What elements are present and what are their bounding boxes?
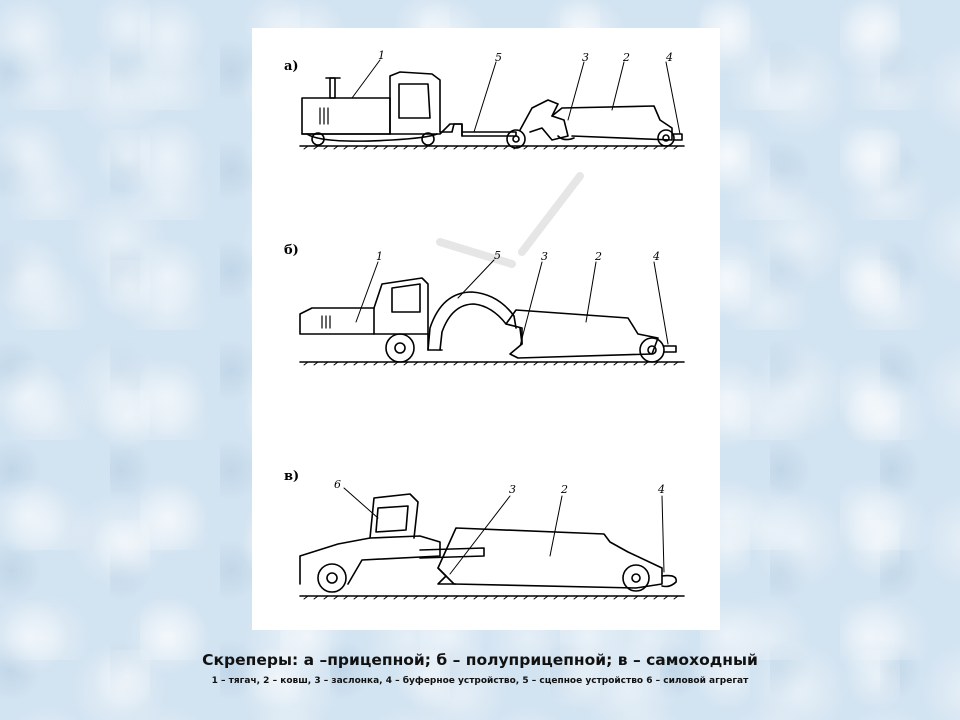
panel-b-callout-3: 3 xyxy=(541,250,548,263)
panel-a-tractor-wheel-rear xyxy=(421,132,435,146)
panel-a-label: а) xyxy=(284,59,299,74)
panel-v-power-unit xyxy=(299,535,441,585)
panel-a-tractor-body xyxy=(301,97,391,135)
panel-b-drawing xyxy=(299,259,685,366)
panel-b-tractor-hood xyxy=(299,307,375,335)
panel-a-drawbar xyxy=(439,123,517,137)
panel-a-front-gate xyxy=(519,99,569,141)
panel-a-cab-window xyxy=(398,83,431,119)
panel-v-callout-2: 2 xyxy=(560,483,568,496)
panel-b-callout-5: 5 xyxy=(494,249,501,262)
panel-a-bowl xyxy=(551,105,673,141)
panel-a-track xyxy=(306,133,438,142)
panel-a-exhaust-pipe xyxy=(329,77,336,99)
panel-v-front-gate xyxy=(437,567,457,585)
panel-b-callout-2: 2 xyxy=(594,250,602,263)
scraper-diagram-figure: а) б) в) 1 5 3 2 4 1 5 3 2 4 6 3 2 4 xyxy=(252,28,720,630)
panel-v-front-wheel xyxy=(317,563,347,593)
panel-v-buffer xyxy=(661,574,678,588)
panel-v-drawbar xyxy=(419,547,485,559)
panel-b-gooseneck-hitch xyxy=(427,291,517,351)
panel-v-drawing xyxy=(299,487,685,600)
panel-a-buffer xyxy=(673,133,683,141)
panel-v-callout-4: 4 xyxy=(657,483,665,496)
panel-a-scraper-front-wheel xyxy=(506,129,526,149)
panel-v-callout-3: 3 xyxy=(509,483,516,496)
panel-a-callout-2: 2 xyxy=(622,51,630,64)
panel-b-callout-4: 4 xyxy=(652,250,660,263)
panel-a-callout-4: 4 xyxy=(665,51,673,64)
panel-v-rear-wheel xyxy=(622,564,650,592)
panel-a-callout-5: 5 xyxy=(495,51,502,64)
panel-a-bowl-knife xyxy=(557,135,575,141)
panel-b-tractor-cab xyxy=(373,277,429,335)
panel-b-ground-hatching xyxy=(303,361,679,366)
panel-b-scraper-wheel xyxy=(639,337,665,363)
panel-b-bowl xyxy=(505,309,659,359)
panel-a-callout-3: 3 xyxy=(582,51,589,64)
panel-v-callout-6: 6 xyxy=(334,478,341,491)
panel-a-scraper-rear-wheel xyxy=(657,129,675,147)
panel-v-label: в) xyxy=(284,469,299,484)
panel-a-drawing xyxy=(299,59,685,150)
panel-b-tractor-wheel xyxy=(385,333,415,363)
panel-a-tractor-frame xyxy=(301,123,463,137)
panel-b-label: б) xyxy=(284,243,299,258)
panel-a-callout-1: 1 xyxy=(378,49,385,62)
panel-b-cab-window xyxy=(391,283,421,313)
panel-b-buffer xyxy=(663,345,677,353)
panel-b-callout-1: 1 xyxy=(376,250,383,263)
panel-v-cab xyxy=(369,493,419,539)
background-watermark-arrow xyxy=(436,172,584,268)
scraper-diagram-svg: а) б) в) 1 5 3 2 4 1 5 3 2 4 6 3 2 4 xyxy=(284,49,685,600)
panel-a-grille xyxy=(319,107,329,125)
panel-v-ground-hatching xyxy=(303,595,679,600)
caption-title: Скреперы: а –прицепной; б – полуприцепно… xyxy=(202,651,758,669)
panel-a-tractor-cab xyxy=(389,71,441,135)
panel-v-cab-window xyxy=(375,505,409,533)
panel-b-grille xyxy=(321,315,331,329)
panel-a-tractor-wheel-front xyxy=(311,132,325,146)
caption-legend: 1 – тягач, 2 – ковш, 3 – заслонка, 4 – б… xyxy=(211,676,749,686)
panel-v-bowl xyxy=(437,527,663,589)
